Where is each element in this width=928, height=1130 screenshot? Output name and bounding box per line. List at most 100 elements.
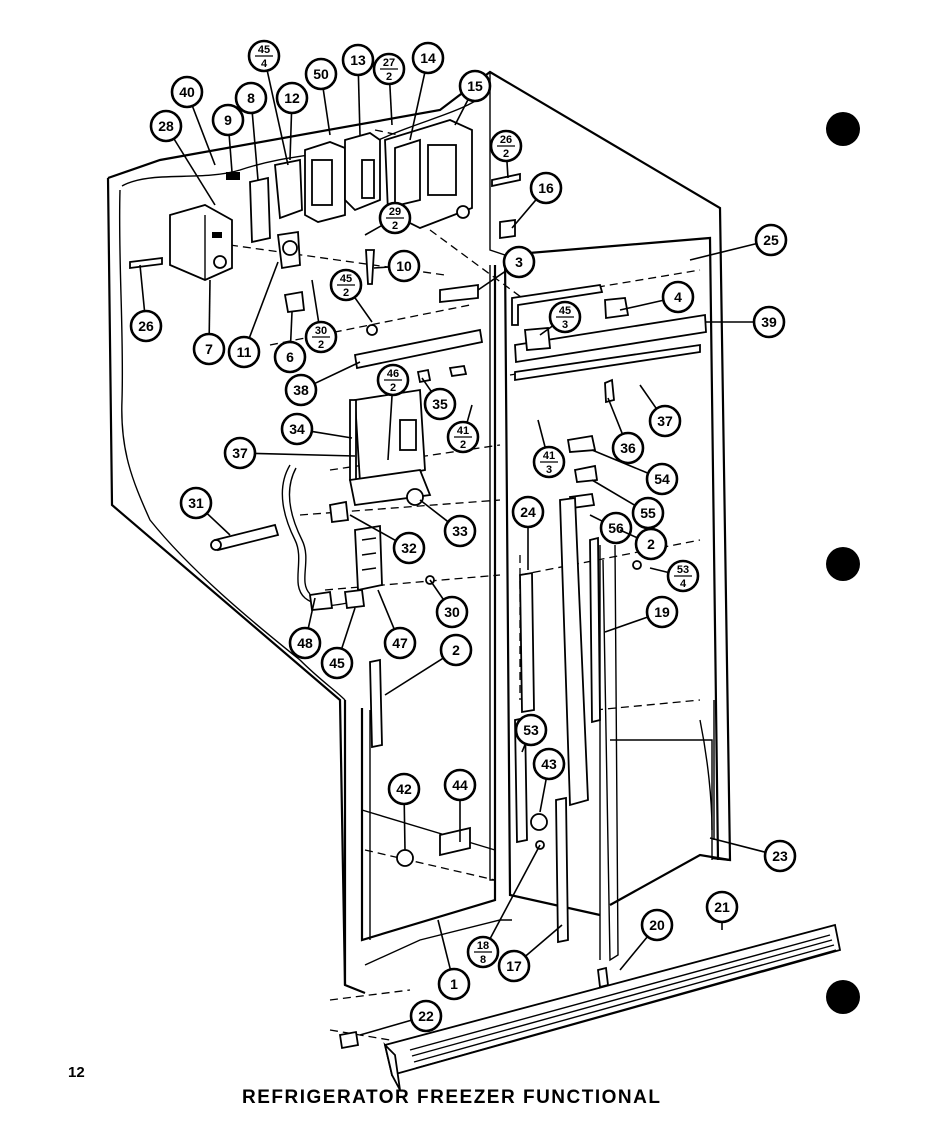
binder-hole-middle — [826, 547, 860, 581]
callout-28: 28 — [149, 109, 183, 143]
callout-label: 10 — [396, 258, 412, 274]
callout-circle — [443, 514, 477, 548]
callout-circle — [284, 373, 318, 407]
callout-circle — [648, 404, 682, 438]
callout-24: 24 — [511, 495, 545, 529]
leader-line — [709, 837, 766, 854]
callout-circle — [634, 527, 668, 561]
leader-line — [521, 743, 527, 753]
leader-line — [311, 430, 353, 439]
callout-22: 22 — [409, 999, 443, 1033]
leader-line — [589, 514, 603, 523]
callout-2-mid: 2 — [439, 633, 473, 667]
callout-label: 42 — [396, 781, 412, 797]
callout-40: 40 — [170, 75, 204, 109]
callout-18-8: 188 — [466, 935, 500, 969]
callout-48: 48 — [288, 626, 322, 660]
leader-line — [322, 88, 331, 136]
callout-25: 25 — [754, 223, 788, 257]
callout-31: 31 — [179, 486, 213, 520]
callout-circle — [227, 335, 261, 369]
callout-circle — [170, 75, 204, 109]
callout-label: 23 — [772, 848, 788, 864]
callout-label: 30 — [444, 604, 460, 620]
callout-label: 34 — [289, 421, 305, 437]
leader-line — [314, 361, 361, 385]
callout-denominator: 2 — [390, 382, 396, 394]
callout-label: 26 — [138, 318, 154, 334]
callout-numerator: 46 — [387, 368, 399, 380]
callout-circle — [599, 511, 633, 545]
callout-label: 45 — [329, 655, 345, 671]
callout-label: 32 — [401, 540, 417, 556]
callout-circle — [179, 486, 213, 520]
leader-line — [403, 803, 406, 851]
callout-label: 21 — [714, 899, 730, 915]
callout-label: 48 — [297, 635, 313, 651]
callout-37-right: 37 — [648, 404, 682, 438]
callout-label: 20 — [649, 917, 665, 933]
leader-line — [437, 919, 452, 970]
leader-line — [689, 242, 757, 261]
callout-label: 9 — [224, 112, 232, 128]
callout-denominator: 3 — [562, 319, 568, 331]
callout-13: 13 — [341, 43, 375, 77]
callout-label: 12 — [284, 90, 300, 106]
leader-line — [419, 499, 449, 523]
callout-label: 8 — [247, 90, 255, 106]
screws-and-fasteners — [129, 172, 642, 850]
leader-line — [206, 512, 231, 536]
leader-line — [353, 296, 373, 323]
leader-line — [357, 74, 361, 136]
callout-50: 50 — [304, 57, 338, 91]
hidden-lines — [229, 129, 701, 1041]
callout-circle — [423, 387, 457, 421]
callout-55: 55 — [631, 496, 665, 530]
callout-label: 25 — [763, 232, 779, 248]
binder-hole-top — [826, 112, 860, 146]
callout-2-right: 2 — [634, 527, 668, 561]
callout-denominator: 2 — [503, 148, 509, 160]
leader-line — [373, 266, 390, 269]
callout-denominator: 2 — [386, 71, 392, 83]
leader-line — [591, 479, 636, 507]
leader-line — [649, 567, 669, 574]
callout-circle — [754, 223, 788, 257]
callout-numerator: 45 — [258, 44, 270, 56]
control-housing — [304, 119, 473, 229]
callout-circle — [458, 69, 492, 103]
callout-17: 17 — [497, 949, 531, 983]
callout-35: 35 — [423, 387, 457, 421]
callout-label: 35 — [432, 396, 448, 412]
diagram-title: REFRIGERATOR FREEZER FUNCTIONAL — [242, 1087, 662, 1108]
callout-circle — [411, 41, 445, 75]
callout-47: 47 — [383, 626, 417, 660]
callout-label: 17 — [506, 958, 522, 974]
callout-numerator: 27 — [383, 57, 395, 69]
callout-32: 32 — [392, 531, 426, 565]
callout-label: 6 — [286, 349, 294, 365]
callout-46-2: 462 — [376, 363, 410, 397]
leader-line — [228, 134, 233, 173]
callout-1: 1 — [437, 967, 471, 1001]
callout-numerator: 53 — [677, 564, 689, 576]
callout-30: 30 — [435, 595, 469, 629]
callout-label: 28 — [158, 118, 174, 134]
callout-3: 3 — [502, 245, 536, 279]
callout-45: 45 — [320, 646, 354, 680]
callout-label: 2 — [647, 536, 655, 552]
callout-label: 38 — [293, 382, 309, 398]
callout-numerator: 45 — [340, 273, 352, 285]
callout-8: 8 — [234, 81, 268, 115]
leader-line — [537, 419, 546, 448]
callout-41-2: 412 — [446, 420, 480, 454]
callout-circle — [763, 839, 797, 873]
callout-circle — [437, 967, 471, 1001]
callout-label: 50 — [313, 66, 329, 82]
callout-20: 20 — [640, 908, 674, 942]
callout-label: 16 — [538, 180, 554, 196]
callout-circle — [497, 949, 531, 983]
callout-denominator: 8 — [480, 954, 486, 966]
callout-45-3: 453 — [548, 300, 582, 334]
